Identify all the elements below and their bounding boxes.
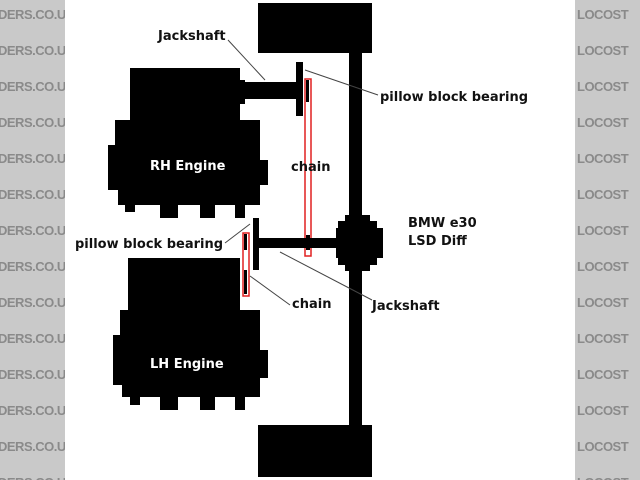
label-diff-line1: BMW e30	[408, 216, 477, 231]
upper-flange	[240, 80, 245, 104]
watermark-text: LOCOST	[577, 43, 629, 58]
watermark-text: LOCOST	[577, 79, 629, 94]
upper-jackshaft	[244, 82, 302, 99]
watermark-text: DERS.CO.UK LO	[0, 223, 65, 238]
lh-engine	[113, 258, 268, 410]
watermark-text: DERS.CO.UK LO	[0, 115, 65, 130]
watermark-text: LOCOST	[577, 475, 629, 480]
label-lh-engine: LH Engine	[150, 357, 224, 372]
arrow-chain-bottom	[249, 275, 291, 306]
lower-chain	[242, 232, 250, 297]
watermark-text: LOCOST	[577, 403, 629, 418]
upper-chain	[304, 78, 312, 257]
watermark-text: DERS.CO.UK LO	[0, 367, 65, 382]
watermark-text: LOCOST	[577, 7, 629, 22]
arrow-pillow-bottom	[224, 223, 251, 244]
label-chain-top: chain	[291, 160, 330, 175]
diff-sprocket	[306, 235, 310, 250]
watermark-text: DERS.CO.UK LO	[0, 403, 65, 418]
watermark-text: DERS.CO.UK LO	[0, 43, 65, 58]
watermark-text: DERS.CO.UK LO	[0, 259, 65, 274]
watermark-text: LOCOST	[577, 295, 629, 310]
top-wheel	[258, 3, 372, 53]
watermark-text: LOCOST	[577, 187, 629, 202]
arrow-jackshaft-bottom	[279, 251, 373, 301]
lower-sprocket-a	[244, 234, 247, 250]
right-watermark-strip: LOCOST LOCOST LOCOST LOCOST LOCOST LOCOST LOCO…	[575, 0, 640, 480]
watermark-text: LOCOST	[577, 151, 629, 166]
arrow-pillow-top	[304, 69, 379, 96]
watermark-text: DERS.CO.UK LO	[0, 187, 65, 202]
watermark-text: LOCOST	[577, 331, 629, 346]
label-rh-engine: RH Engine	[150, 159, 226, 174]
watermark-text: DERS.CO.UK LO	[0, 7, 65, 22]
bottom-wheel	[258, 425, 372, 477]
label-jackshaft-top: Jackshaft	[157, 29, 226, 44]
arrow-jackshaft-top	[227, 39, 266, 81]
watermark-text: DERS.CO.UK LO	[0, 295, 65, 310]
label-jackshaft-bottom: Jackshaft	[371, 299, 440, 314]
watermark-text: LOCOST	[577, 223, 629, 238]
lower-jackshaft	[258, 238, 338, 248]
watermark-text: DERS.CO.UK LO	[0, 439, 65, 454]
watermark-text: DERS.CO.UK LO	[0, 475, 65, 480]
watermark-text: DERS.CO.UK LO	[0, 79, 65, 94]
watermark-text: LOCOST	[577, 367, 629, 382]
rh-engine	[108, 68, 268, 218]
diff	[336, 215, 383, 271]
label-pillow-top: pillow block bearing	[380, 90, 528, 105]
left-watermark-strip: DERS.CO.UK LO DERS.CO.UK LO DERS.CO.UK LO D…	[0, 0, 65, 480]
label-diff-line2: LSD Diff	[408, 234, 467, 249]
label-chain-bottom: chain	[292, 297, 331, 312]
label-pillow-bottom: pillow block bearing	[75, 237, 223, 252]
watermark-text: DERS.CO.UK LO	[0, 151, 65, 166]
watermark-text: DERS.CO.UK LO	[0, 331, 65, 346]
watermark-text: LOCOST	[577, 115, 629, 130]
watermark-text: LOCOST	[577, 439, 629, 454]
lower-pillow-block-bearing	[253, 218, 259, 270]
lower-sprocket-b	[244, 270, 247, 294]
upper-pillow-block-bearing	[296, 62, 303, 116]
upper-sprocket	[306, 80, 309, 102]
watermark-text: LOCOST	[577, 259, 629, 274]
